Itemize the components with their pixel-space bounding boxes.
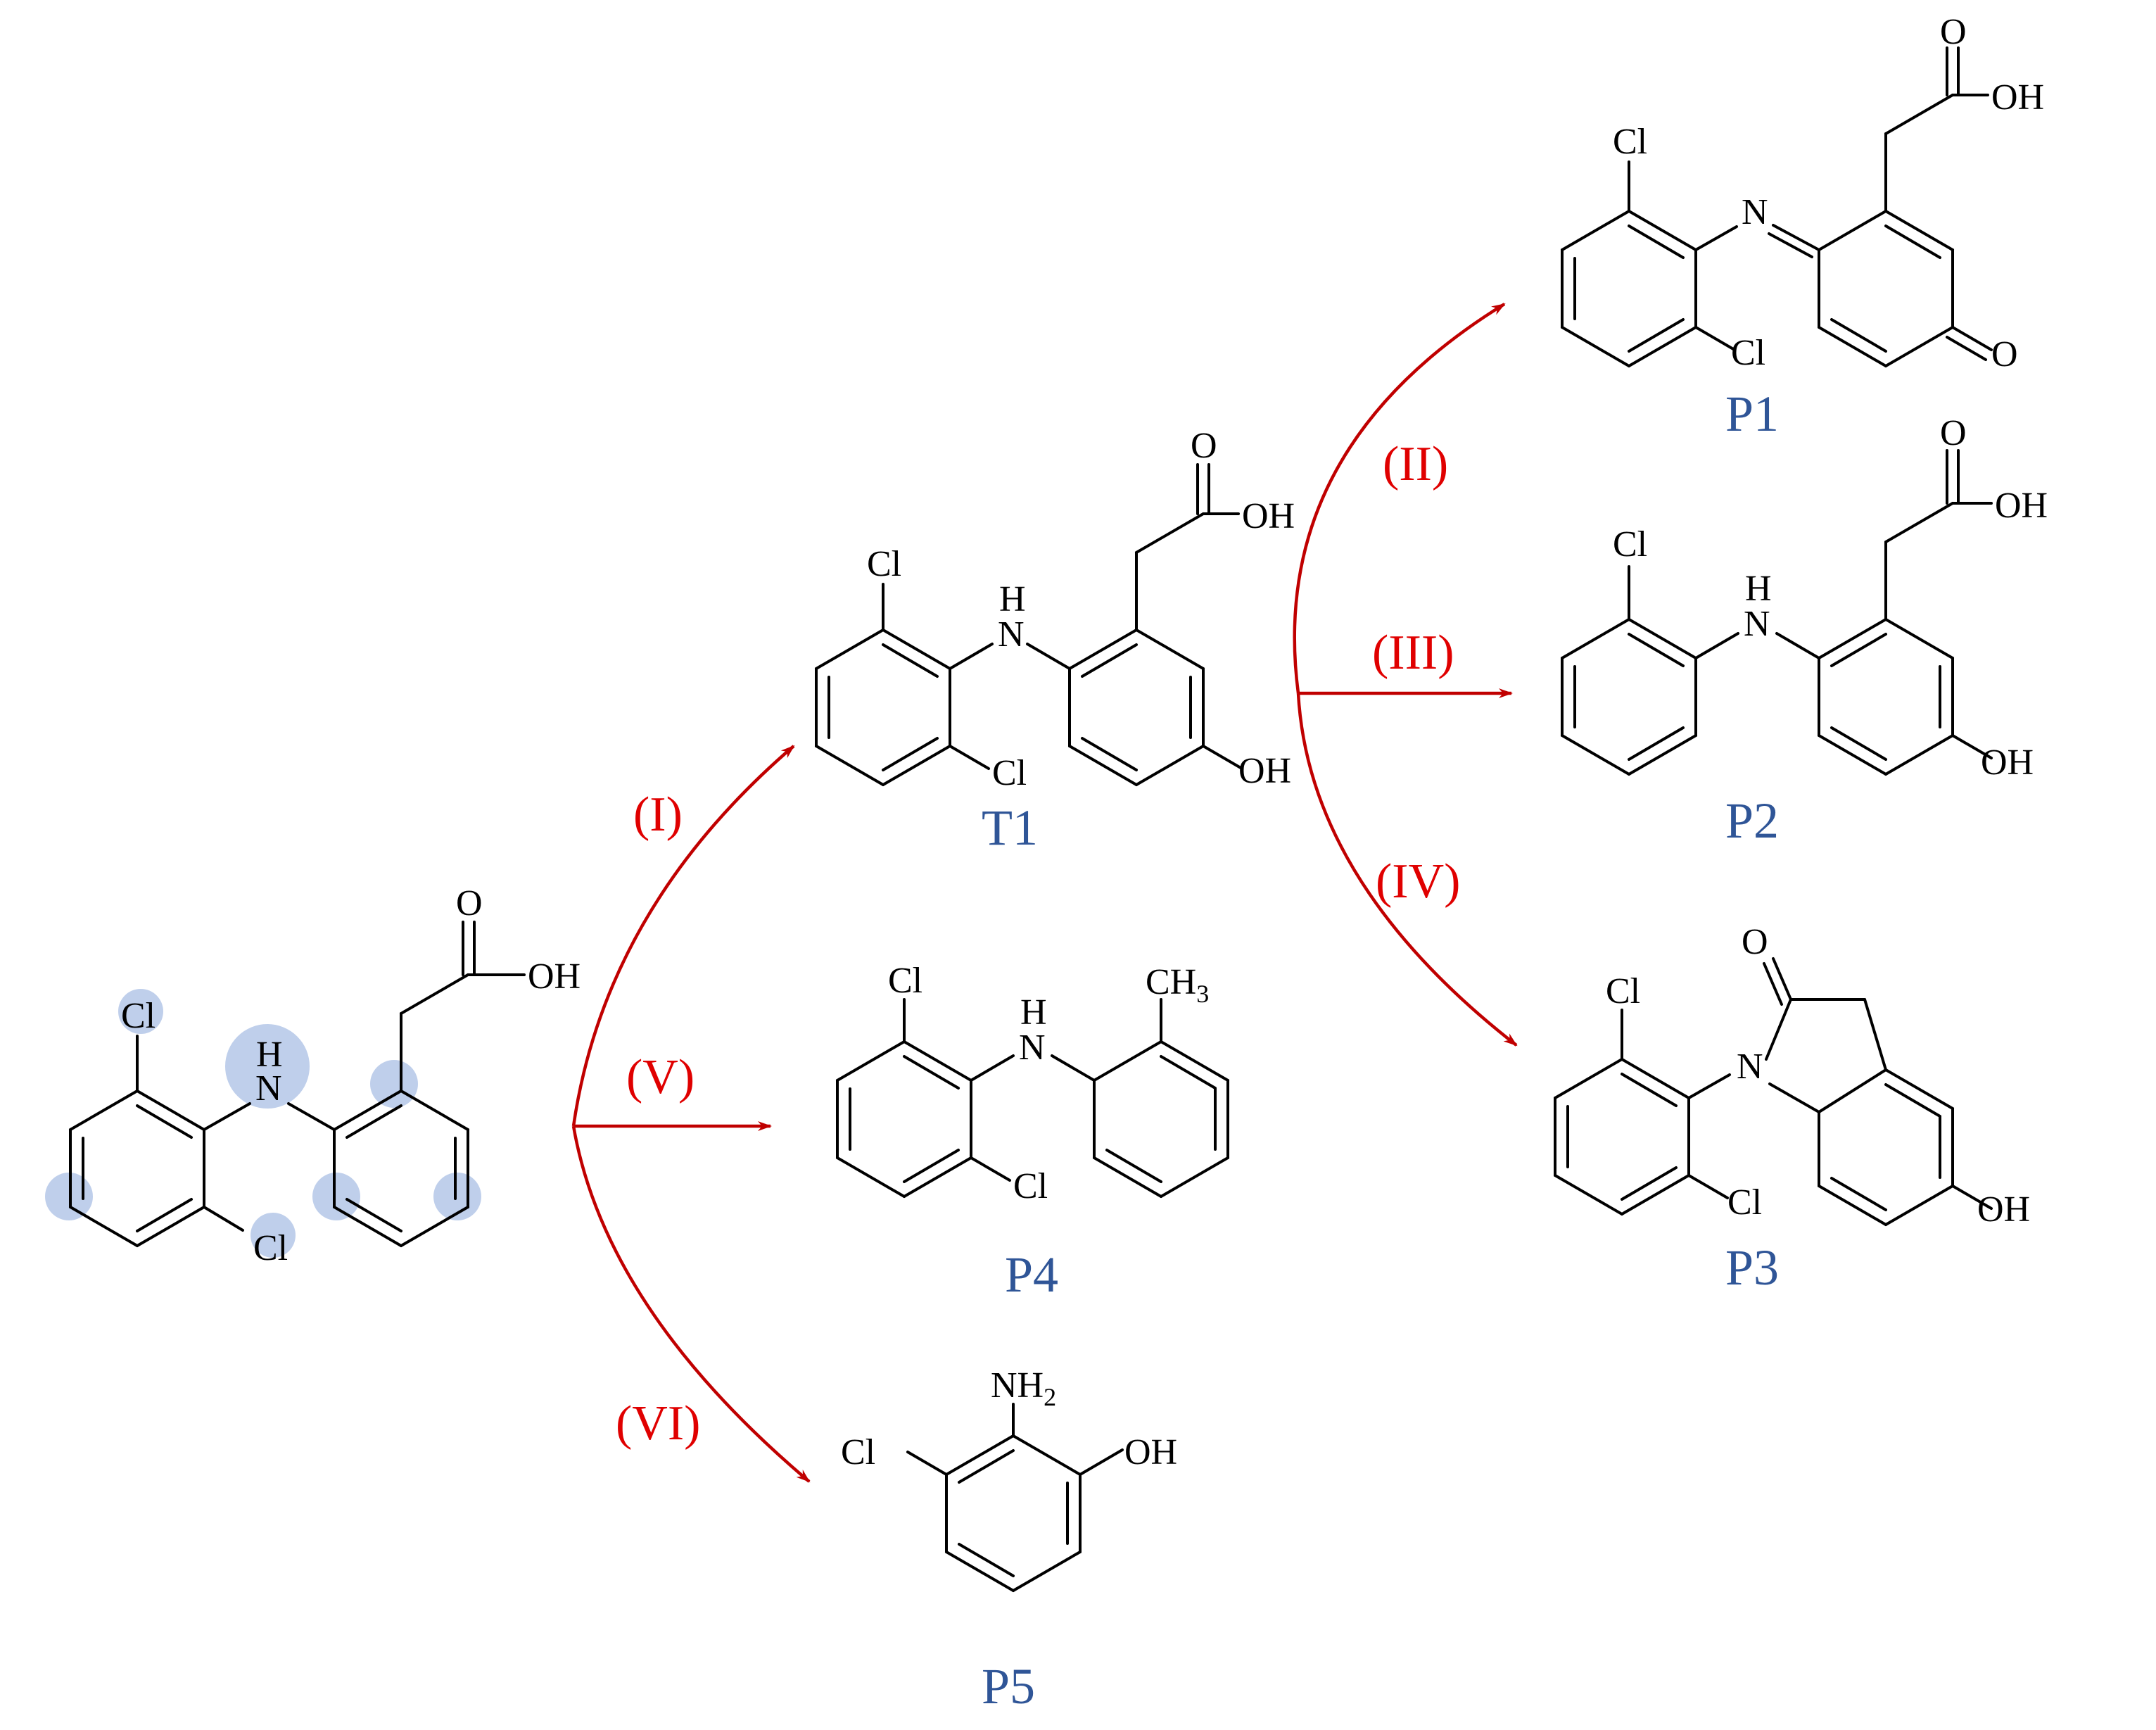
parent-nh-n: N <box>255 1068 282 1109</box>
p1-cl-top: Cl <box>1613 122 1647 162</box>
parent-cl-bottom: Cl <box>253 1228 288 1268</box>
label-reaction-iii: (III) <box>1372 626 1454 680</box>
parent-nh-h: H <box>256 1035 283 1075</box>
p3-bonds <box>1554 957 1993 1226</box>
compound-p4: Cl Cl H N CH3 P4 <box>836 961 1229 1303</box>
reaction-arrows <box>571 303 1518 1483</box>
p4-nh-h: H <box>1020 992 1047 1033</box>
p3-cl-top: Cl <box>1606 971 1640 1011</box>
p5-amine: NH2 <box>991 1365 1056 1411</box>
t1-cl-bottom: Cl <box>992 753 1027 793</box>
p4-cl-top: Cl <box>888 961 922 1001</box>
label-reaction-iv: (IV) <box>1376 854 1460 909</box>
compound-p5: NH2 Cl OH P5 <box>841 1365 1177 1715</box>
p2-nh-h: H <box>1745 569 1772 609</box>
p4-bonds <box>836 998 1229 1198</box>
label-t1: T1 <box>982 800 1038 856</box>
p1-bonds <box>1561 46 1993 367</box>
t1-acid-oh: OH <box>1242 496 1295 536</box>
label-p3: P3 <box>1725 1239 1779 1296</box>
parent-bonds <box>69 921 526 1247</box>
p1-cl-bottom: Cl <box>1731 333 1765 373</box>
p1-acid-oh: OH <box>1991 77 2044 118</box>
arrow-r2 <box>1293 303 1506 694</box>
t1-nh-h: H <box>999 579 1026 619</box>
p5-amine-nh: NH <box>991 1365 1044 1406</box>
p2-carbonyl-o: O <box>1940 413 1967 453</box>
p2-cl: Cl <box>1613 524 1647 564</box>
p4-methyl-sub: 3 <box>1196 980 1209 1008</box>
p2-ring-oh: OH <box>1981 743 2034 783</box>
label-reaction-vi: (VI) <box>616 1396 700 1451</box>
p3-ring-n: N <box>1737 1047 1763 1087</box>
p4-cl-bottom: Cl <box>1013 1166 1048 1206</box>
p3-cl-bottom: Cl <box>1727 1182 1762 1223</box>
parent-carbonyl-o: O <box>456 883 483 923</box>
reaction-labels: (I) (II) (III) (IV) (V) (VI) <box>616 437 1460 1451</box>
p5-bonds <box>906 1403 1124 1592</box>
highlight-ring-c <box>312 1173 360 1220</box>
p4-methyl: CH3 <box>1146 962 1209 1008</box>
label-p4: P4 <box>1005 1246 1058 1303</box>
compound-p1: Cl Cl N O OH O P1 <box>1561 12 2044 442</box>
t1-bonds <box>815 463 1243 786</box>
t1-ring-oh: OH <box>1238 751 1291 791</box>
parent-molecule: Cl Cl H N O OH <box>45 883 581 1268</box>
t1-carbonyl-o: O <box>1191 426 1217 466</box>
compound-p2: Cl H N O OH OH P2 <box>1561 413 2048 849</box>
label-reaction-ii: (II) <box>1383 437 1448 491</box>
p4-methyl-ch: CH <box>1146 962 1196 1002</box>
p4-nh-n: N <box>1019 1028 1046 1068</box>
p1-carbonyl-o: O <box>1940 12 1967 52</box>
active-site-highlights <box>45 989 481 1258</box>
t1-cl-top: Cl <box>867 544 901 584</box>
p5-hydroxyl: OH <box>1124 1432 1177 1472</box>
p1-imine-n: N <box>1742 192 1768 232</box>
p2-bonds <box>1561 449 1993 776</box>
p2-acid-oh: OH <box>1995 486 2048 526</box>
compound-t1: Cl Cl H N O OH OH T1 <box>815 426 1295 856</box>
highlight-nh <box>225 1024 310 1109</box>
arrow-r6 <box>571 1125 811 1483</box>
t1-nh-n: N <box>998 614 1025 655</box>
label-reaction-v: (V) <box>626 1050 695 1104</box>
parent-hydroxyl: OH <box>528 956 581 997</box>
parent-cl-top: Cl <box>121 996 156 1036</box>
p5-cl: Cl <box>841 1432 875 1472</box>
p3-hydroxyl: OH <box>1977 1189 2030 1230</box>
arrow-r4 <box>1296 693 1518 1047</box>
compound-p3: Cl Cl N O OH P3 <box>1554 922 2030 1296</box>
p3-carbonyl-o: O <box>1742 922 1768 962</box>
p5-amine-sub: 2 <box>1044 1383 1056 1411</box>
label-reaction-i: (I) <box>633 788 683 842</box>
p2-nh-n: N <box>1744 604 1770 644</box>
p1-quinone-o: O <box>1991 334 2018 374</box>
highlight-cl-top <box>118 989 163 1034</box>
label-p5: P5 <box>982 1658 1035 1715</box>
label-p1: P1 <box>1725 386 1779 442</box>
label-p2: P2 <box>1725 793 1779 849</box>
arrow-r1 <box>571 745 795 1127</box>
highlight-ring-b <box>370 1060 418 1108</box>
highlight-cl-bottom <box>251 1213 296 1258</box>
